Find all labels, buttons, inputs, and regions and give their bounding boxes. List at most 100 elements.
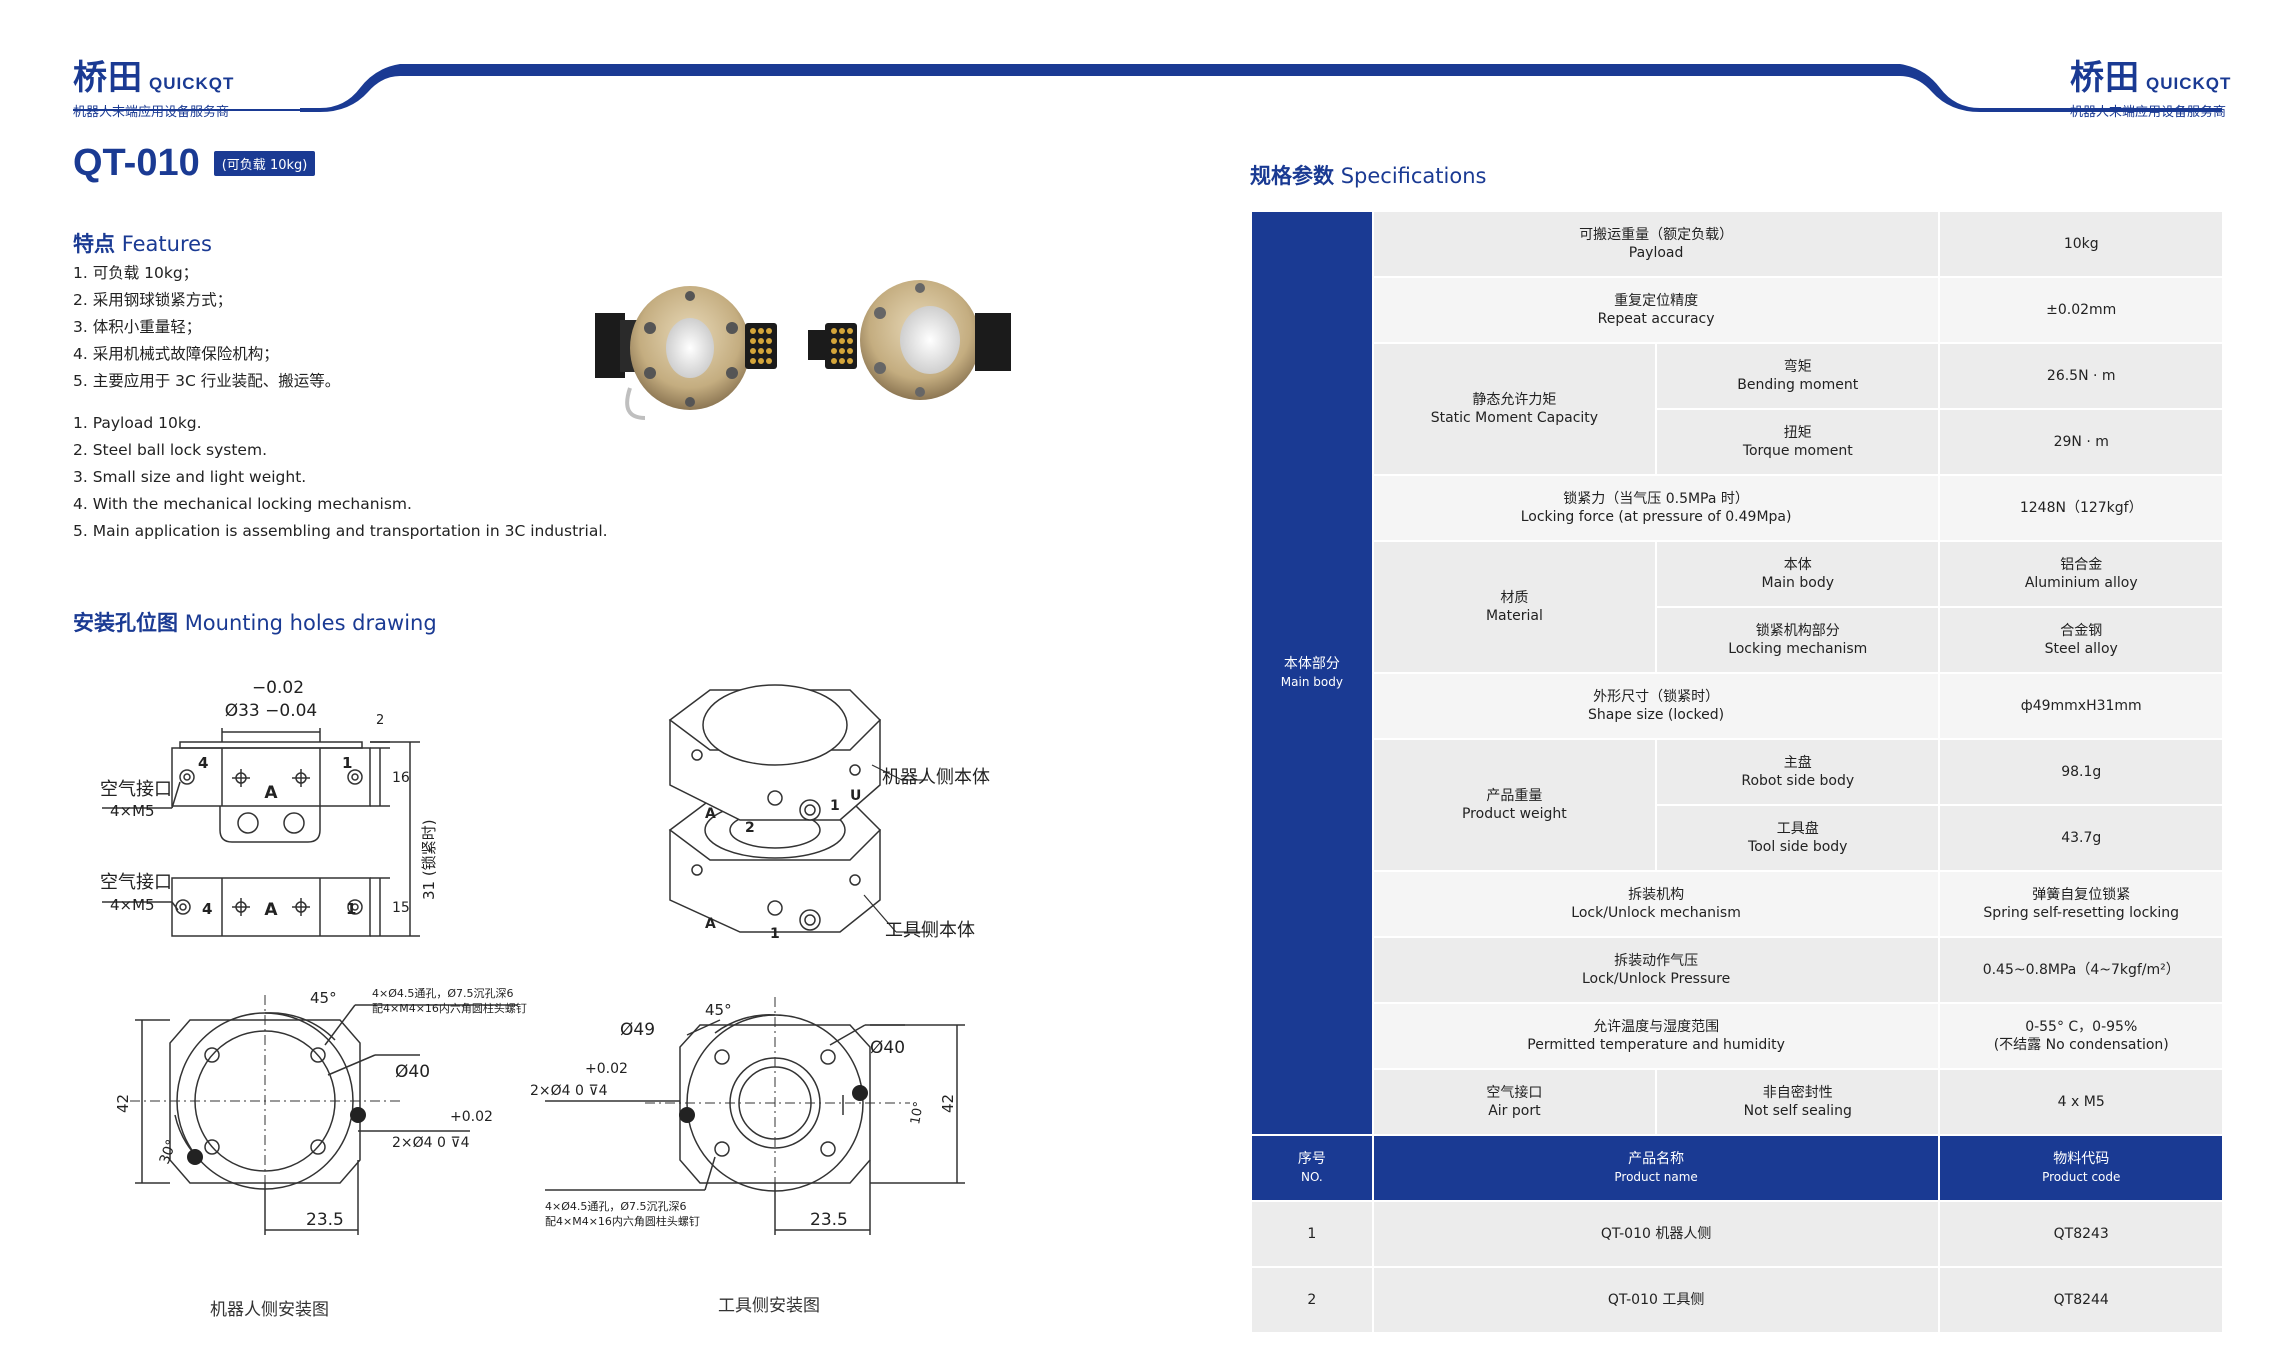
robot-side-label: 主盘 Robot side body xyxy=(1655,738,1941,806)
side-view-drawing: −0.02 Ø33 −0.04 4 1 A 4 1 A 空气接口 4×M5 空气… xyxy=(100,678,438,937)
angle-30-label: 30° xyxy=(157,1138,181,1167)
marker-a: A xyxy=(264,783,278,803)
value-en: Aluminium alloy xyxy=(2024,575,2138,591)
temperature-label: 允许温度与湿度范围 Permitted temperature and humi… xyxy=(1371,1002,1941,1070)
shape-label: 外形尺寸（锁紧时） Shape size (locked) xyxy=(1371,672,1941,740)
value-en: Spring self-resetting locking xyxy=(1983,905,2180,921)
temperature-value: 0-55° C，0-95% (不结露 No condensation) xyxy=(1938,1002,2224,1070)
main-body-cn: 本体部分 xyxy=(1283,656,1340,672)
air-port-label-lower: 空气接口 xyxy=(100,872,172,893)
feature-item: 1. Payload 10kg. xyxy=(73,414,202,432)
tool-dia-40-label: Ø40 xyxy=(870,1038,905,1058)
mounting-title-cn: 安装孔位图 xyxy=(73,611,178,635)
payload-label: 可搬运重量（额定负载） Payload xyxy=(1371,210,1941,278)
header-cn: 物料代码 xyxy=(2053,1151,2110,1167)
feature-item: 2. 采用钢球锁紧方式； xyxy=(73,291,233,309)
spec-table: 本体部分 Main body 可搬运重量（额定负载） Payload 10kg … xyxy=(1250,210,2224,1334)
material-body-label: 本体 Main body xyxy=(1655,540,1941,608)
label-cn: 弯矩 xyxy=(1783,359,1812,375)
value-cn: 合金钢 xyxy=(2060,623,2103,639)
order-header-name: 产品名称 Product name xyxy=(1371,1134,1941,1202)
label-cn: 允许温度与湿度范围 xyxy=(1593,1019,1720,1035)
label-cn: 外形尺寸（锁紧时） xyxy=(1593,689,1720,705)
marker-a-lower: A xyxy=(264,900,278,920)
label-en: Main body xyxy=(1761,575,1835,591)
pin-plus-label: +0.02 xyxy=(450,1109,493,1125)
tool-hole-note-1: 4×Ø4.5通孔，Ø7.5沉孔深6 xyxy=(545,1200,687,1213)
marker-4: 4 xyxy=(198,754,208,772)
spec-row-weight-tool: 工具盘 Tool side body 43.7g xyxy=(1251,804,2224,872)
feature-item: 3. Small size and light weight. xyxy=(73,468,307,486)
label-en: Shape size (locked) xyxy=(1588,707,1725,723)
label-en: Tool side body xyxy=(1748,839,1848,855)
brand-logo-left: 桥田 QUICKQT 机器人末端应用设备服务商 xyxy=(73,50,234,120)
label-cn: 重复定位精度 xyxy=(1614,293,1699,309)
spec-row-repeat: 重复定位精度 Repeat accuracy ±0.02mm xyxy=(1251,276,2224,344)
robot-side-plan-drawing: 45° 4×Ø4.5通孔，Ø7.5沉孔深6 配4×M4×16内六角圆柱头螺钉 Ø… xyxy=(114,987,527,1235)
payload-value: 10kg xyxy=(1938,210,2224,278)
tool-side-plan-drawing: 45° Ø49 Ø40 +0.02 2×Ø4 0 ⊽4 4×Ø4.5通孔，Ø7.… xyxy=(530,997,965,1235)
mounting-title-en: Mounting holes drawing xyxy=(184,611,437,635)
model-title: QT-010 (可负载 10kg) xyxy=(73,142,316,185)
label-en: Lock/Unlock Pressure xyxy=(1581,971,1731,987)
air-port-seal-label: 非自密封性 Not self sealing xyxy=(1655,1068,1941,1136)
material-lock-label: 锁紧机构部分 Locking mechanism xyxy=(1655,606,1941,674)
label-cn: 扭矩 xyxy=(1783,425,1812,441)
header-band xyxy=(73,64,2222,112)
label-cn: 拆装机构 xyxy=(1628,887,1685,903)
brand-name-cn: 桥田 xyxy=(2070,58,2140,98)
pin-dim-label: 2×Ø4 0 ⊽4 xyxy=(392,1135,470,1151)
value-line-2: (不结露 No condensation) xyxy=(1993,1037,2169,1053)
brand-name-en: QUICKQT xyxy=(2146,74,2232,93)
label-en: Not self sealing xyxy=(1743,1103,1852,1119)
label-en: Static Moment Capacity xyxy=(1430,410,1599,426)
header-en: Product name xyxy=(1614,1170,1698,1184)
order-product-code: QT8243 xyxy=(1938,1200,2224,1268)
header-cn: 产品名称 xyxy=(1628,1151,1685,1167)
spec-row-unlock-mech: 拆装机构 Lock/Unlock mechanism 弹簧自复位锁紧 Sprin… xyxy=(1251,870,2224,938)
order-table-header: 序号 NO. 产品名称 Product name 物料代码 Product co… xyxy=(1250,1134,2224,1202)
air-port-label: 空气接口 Air port xyxy=(1371,1068,1658,1136)
product-photo xyxy=(595,280,1011,420)
label-en: Locking mechanism xyxy=(1728,641,1868,657)
feature-item: 2. Steel ball lock system. xyxy=(73,441,267,459)
robot-body-label: 机器人侧本体 xyxy=(882,767,990,788)
feature-item: 4. 采用机械式故障保险机构； xyxy=(73,345,279,363)
main-body-cell: 本体部分 Main body xyxy=(1250,210,1374,1136)
tool-side-value: 43.7g xyxy=(1938,804,2224,872)
static-moment-label: 静态允许力矩 Static Moment Capacity xyxy=(1371,342,1658,476)
shape-value: ф49mmxH31mm xyxy=(1938,672,2224,740)
iso-marker-1: 1 xyxy=(830,798,840,814)
dia-40-label: Ø40 xyxy=(395,1062,430,1082)
locking-value: 1248N（127kgf） xyxy=(1938,474,2224,542)
label-en: Payload xyxy=(1628,245,1684,261)
feature-item: 3. 体积小重量轻； xyxy=(73,318,202,336)
header-en: Product code xyxy=(2042,1170,2121,1184)
label-en: Air port xyxy=(1488,1103,1541,1119)
robot-side-value: 98.1g xyxy=(1938,738,2224,806)
spec-row-unlock-pressure: 拆装动作气压 Lock/Unlock Pressure 0.45~0.8MPa（… xyxy=(1251,936,2224,1004)
unlock-pressure-value: 0.45~0.8MPa（4~7kgf/m²） xyxy=(1938,936,2224,1004)
mounting-title: 安装孔位图 Mounting holes drawing xyxy=(73,607,437,637)
label-en: Torque moment xyxy=(1742,443,1853,459)
iso-marker-a: A xyxy=(705,806,716,822)
repeat-label: 重复定位精度 Repeat accuracy xyxy=(1371,276,1941,344)
spec-row-locking: 锁紧力（当气压 0.5MPa 时） Locking force (at pres… xyxy=(1251,474,2224,542)
label-en: Repeat accuracy xyxy=(1597,311,1715,327)
isometric-drawing: A 2 1 U A 1 机器人侧本体 工具侧本体 xyxy=(668,684,990,942)
label-cn: 产品重量 xyxy=(1486,788,1543,804)
torque-label: 扭矩 Torque moment xyxy=(1655,408,1941,476)
label-cn: 锁紧机构部分 xyxy=(1755,623,1840,639)
order-header-code: 物料代码 Product code xyxy=(1938,1134,2224,1202)
spec-row-payload: 本体部分 Main body 可搬运重量（额定负载） Payload 10kg xyxy=(1250,210,2224,1136)
label-cn: 锁紧力（当气压 0.5MPa 时） xyxy=(1563,491,1749,507)
order-no: 2 xyxy=(1250,1266,1374,1334)
order-product-name: QT-010 工具侧 xyxy=(1371,1266,1941,1334)
dim-diameter-33: Ø33 −0.04 xyxy=(225,701,318,721)
dia-49-label: Ø49 xyxy=(620,1020,655,1040)
hole-note-1: 4×Ø4.5通孔，Ø7.5沉孔深6 xyxy=(372,987,514,1000)
unlock-mech-value: 弹簧自复位锁紧 Spring self-resetting locking xyxy=(1938,870,2224,938)
iso-marker-1-lower: 1 xyxy=(770,926,780,942)
bending-label: 弯矩 Bending moment xyxy=(1655,342,1941,410)
feature-item: 4. With the mechanical locking mechanism… xyxy=(73,495,412,513)
